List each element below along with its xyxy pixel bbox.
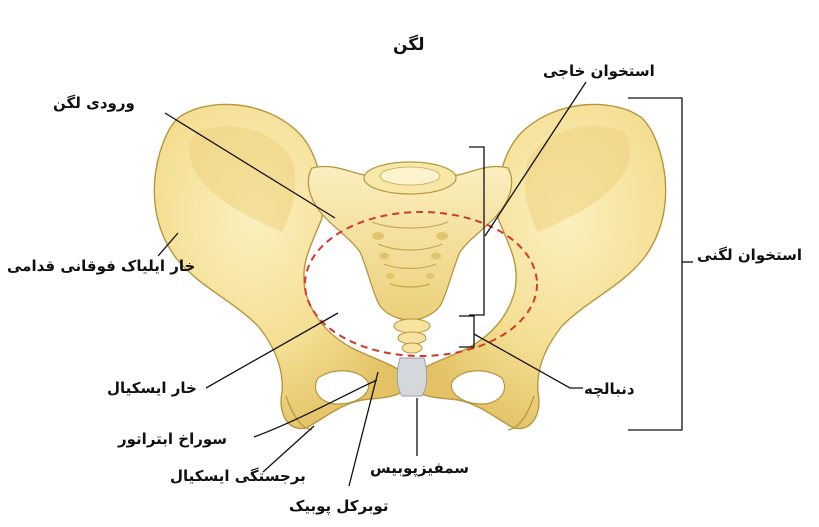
- pubic-symphysis: [397, 358, 427, 396]
- sacrum: [308, 162, 511, 320]
- coccyx-bracket: [459, 316, 474, 347]
- label-ischial-spine: خار ایسکیال: [107, 379, 197, 397]
- label-ischial-tuberosity: برجستگی ایسکیال: [170, 467, 306, 485]
- coccyx: [394, 319, 430, 353]
- label-pelvic-inlet: ورودی لگن: [53, 94, 135, 112]
- label-sacrum: استخوان خاجی: [543, 62, 655, 80]
- label-anterior-superior-iliac-spine: خار ایلیاک فوقانی قدامی: [7, 257, 195, 275]
- label-hip-bone: استخوان لگنی: [697, 246, 802, 264]
- label-pubic-symphysis: سمفیزپوبیس: [370, 459, 469, 477]
- label-pubic-tubercle: توبرکل پوبیک: [289, 497, 389, 515]
- page-title: لگن: [393, 36, 425, 54]
- label-coccyx: دنبالچه: [584, 380, 635, 398]
- label-obturator-foramen: سوراخ ابتراتور: [118, 430, 227, 448]
